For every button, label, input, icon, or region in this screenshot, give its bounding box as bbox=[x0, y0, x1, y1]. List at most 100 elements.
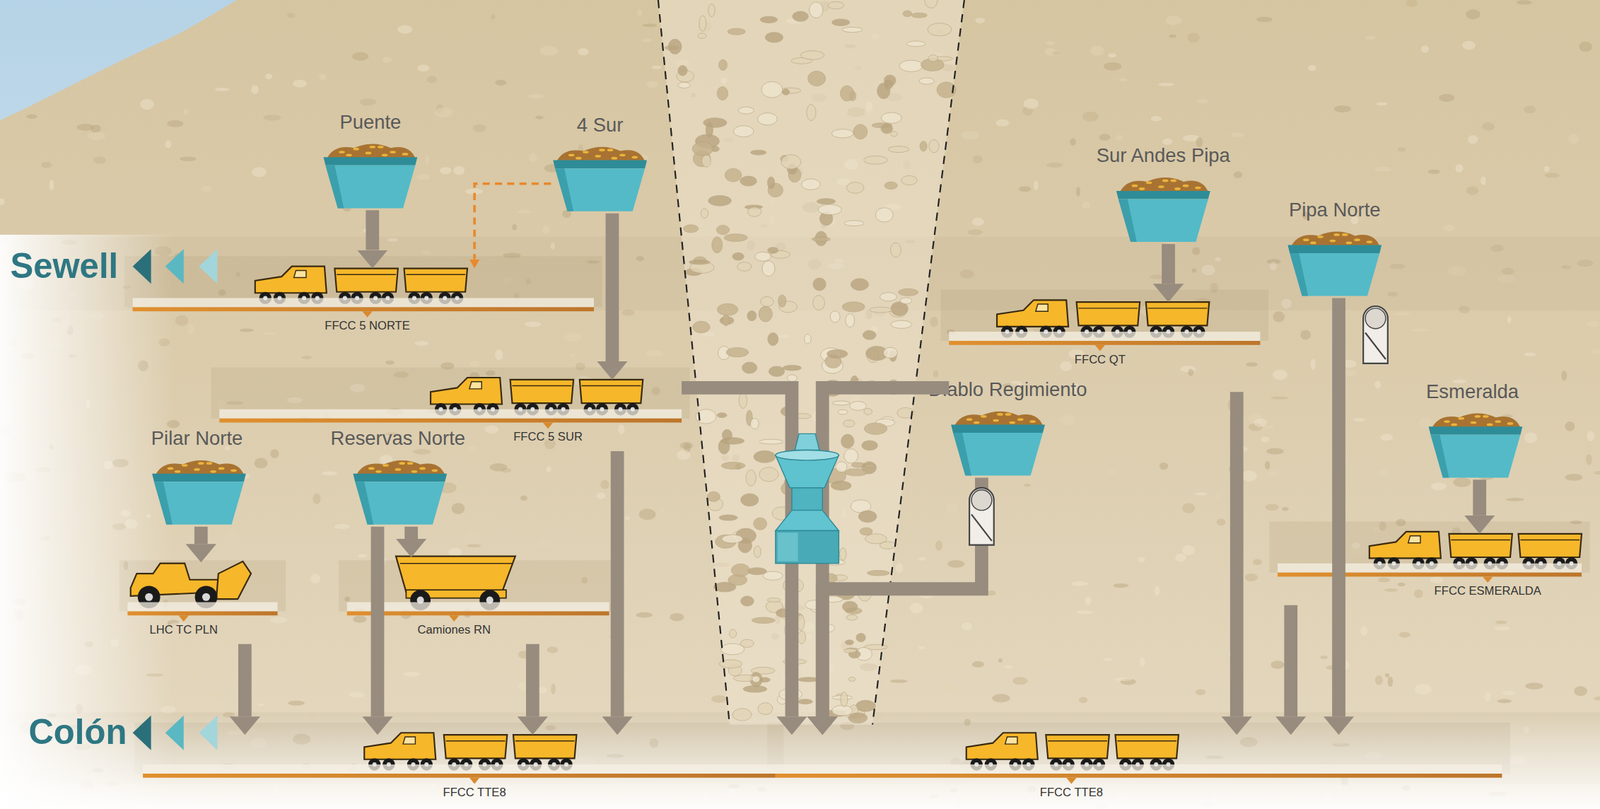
rock-pebble bbox=[676, 449, 691, 460]
caved-rock bbox=[767, 598, 781, 603]
rock-pebble bbox=[1430, 576, 1444, 584]
bin-face bbox=[325, 165, 416, 209]
rock-pebble bbox=[1284, 673, 1298, 680]
rock-pebble bbox=[524, 321, 541, 328]
rock-pebble bbox=[1493, 625, 1511, 630]
ore-bin: Puente bbox=[319, 110, 422, 210]
rock-pebble bbox=[967, 229, 983, 235]
rock-pebble bbox=[918, 556, 927, 560]
caved-rock bbox=[796, 614, 805, 630]
caved-rock bbox=[858, 585, 872, 601]
ore-bin: Sur Andes Pipa bbox=[1076, 143, 1251, 244]
ore-car-body bbox=[1076, 301, 1140, 326]
rock-pebble bbox=[439, 166, 452, 174]
caved-rock bbox=[875, 207, 893, 223]
rock-pebble bbox=[292, 79, 307, 88]
rock-pebble bbox=[1467, 135, 1479, 144]
rock-pebble bbox=[254, 457, 268, 469]
bin-face bbox=[1289, 253, 1380, 297]
rock-pebble bbox=[139, 98, 155, 110]
rail-tick bbox=[178, 615, 189, 622]
rock-pebble bbox=[77, 123, 95, 131]
haulage-level: Camiones RN bbox=[347, 557, 610, 645]
bin-name: 4 Sur bbox=[548, 113, 651, 138]
ore-speck bbox=[594, 154, 601, 158]
wheel-hub bbox=[202, 593, 210, 601]
rock-pebble bbox=[669, 612, 684, 621]
caved-rock bbox=[751, 617, 775, 623]
bin-side bbox=[555, 168, 574, 212]
rock-pebble bbox=[1270, 660, 1284, 669]
rock-pebble bbox=[618, 690, 635, 702]
rock-pebble bbox=[1525, 682, 1543, 690]
caved-rock bbox=[703, 118, 727, 128]
rock-pebble bbox=[1023, 483, 1031, 488]
rock-pebble bbox=[224, 528, 239, 538]
caved-rock bbox=[863, 422, 887, 435]
crusher-part bbox=[775, 510, 839, 531]
caved-rock bbox=[753, 545, 761, 558]
rock-pebble bbox=[1387, 676, 1393, 688]
rock-pebble bbox=[465, 188, 483, 195]
ore-speck bbox=[619, 153, 626, 157]
rock-pebble bbox=[1508, 636, 1521, 646]
rock-pebble bbox=[363, 227, 379, 234]
rock-pebble bbox=[1523, 352, 1536, 357]
caved-rock bbox=[842, 26, 863, 32]
rock-pebble bbox=[935, 540, 943, 551]
caved-rock bbox=[856, 699, 877, 712]
rock-pebble bbox=[1593, 696, 1600, 701]
rock-pebble bbox=[621, 309, 635, 317]
caved-rock bbox=[740, 639, 754, 647]
caved-rock bbox=[843, 648, 857, 653]
rock-pebble bbox=[972, 217, 985, 227]
rock-pebble bbox=[1336, 659, 1350, 670]
rock-pebble bbox=[1573, 685, 1588, 696]
caved-rock bbox=[856, 633, 866, 642]
rock-pebble bbox=[1578, 41, 1592, 53]
ore-heap bbox=[356, 460, 446, 476]
ore-speck bbox=[1194, 186, 1202, 190]
rock-pebble bbox=[895, 562, 904, 573]
bin-name: Reservas Norte bbox=[316, 426, 480, 452]
caved-rock bbox=[863, 155, 889, 165]
caved-rock bbox=[848, 677, 855, 682]
locomotive bbox=[966, 732, 1038, 760]
rock-pebble bbox=[1233, 171, 1243, 179]
ore-speck bbox=[230, 468, 237, 472]
rock-pebble bbox=[265, 73, 273, 80]
bin-rim bbox=[1116, 190, 1211, 200]
ore-speck bbox=[338, 150, 346, 154]
tunnel-band bbox=[1269, 521, 1590, 572]
caved-rock bbox=[843, 419, 855, 428]
caved-rock bbox=[864, 463, 877, 469]
rock-pebble bbox=[494, 349, 503, 360]
rock-pebble bbox=[646, 81, 659, 88]
caved-rock bbox=[732, 252, 744, 261]
ore-pass-arrow bbox=[1472, 479, 1487, 516]
caved-rock bbox=[906, 41, 925, 47]
caved-rock bbox=[757, 702, 773, 715]
rock-pebble bbox=[641, 38, 652, 42]
caved-rock bbox=[750, 149, 767, 155]
rock-pebble bbox=[239, 328, 254, 332]
ore-speck bbox=[996, 412, 1004, 416]
haulage-level: FFCC TTE8 bbox=[775, 734, 1503, 807]
caved-rock bbox=[902, 10, 913, 17]
rock-pebble bbox=[1118, 78, 1128, 83]
ore-pass-arrow bbox=[822, 477, 982, 717]
caved-rock bbox=[711, 236, 723, 254]
truck-rim bbox=[400, 562, 513, 564]
rock-pebble bbox=[550, 683, 556, 695]
caved-rock bbox=[750, 418, 759, 430]
ore-heap bbox=[154, 460, 244, 476]
caved-rock bbox=[742, 361, 758, 374]
ore-car-body bbox=[1518, 533, 1582, 558]
caved-rock bbox=[880, 112, 902, 124]
ore-heap bbox=[1431, 413, 1521, 430]
caved-rock bbox=[747, 207, 762, 218]
ore-heap bbox=[326, 143, 416, 160]
ore-speck bbox=[1005, 412, 1012, 416]
